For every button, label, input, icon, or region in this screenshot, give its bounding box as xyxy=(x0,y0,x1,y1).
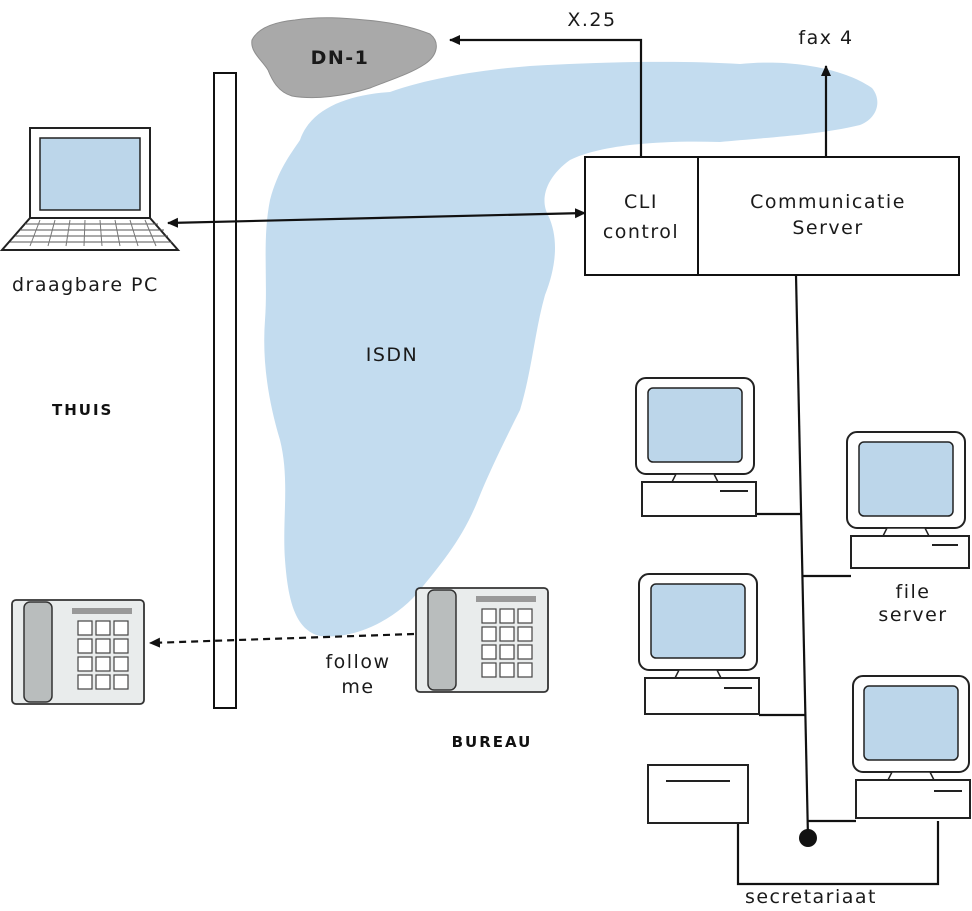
cli-label-line2: control xyxy=(603,221,679,243)
laptop-label: draagbare PC xyxy=(12,274,159,296)
file-server-label-line2: server xyxy=(878,604,947,626)
file-server-label-line1: file xyxy=(896,581,931,603)
comm-server-label-line1: Communicatie xyxy=(750,191,906,213)
fax-label: fax 4 xyxy=(798,27,853,49)
dn1-label: DN-1 xyxy=(311,47,370,69)
file-server-icon xyxy=(847,432,969,568)
communicatie-server-box xyxy=(698,157,959,275)
x25-label: X.25 xyxy=(567,9,616,31)
boundary-bar xyxy=(214,73,236,708)
secretariaat-label: secretariaat xyxy=(745,886,877,908)
home-phone-icon xyxy=(12,600,144,704)
secretariaat-junction xyxy=(799,829,817,847)
laptop-icon xyxy=(2,128,178,250)
isdn-cloud xyxy=(264,62,877,637)
cli-label-line1: CLI xyxy=(624,191,658,213)
workstation-1-icon xyxy=(636,378,756,516)
follow-me-link xyxy=(150,634,414,643)
bureau-label: BUREAU xyxy=(452,733,533,751)
workstation-3-icon xyxy=(639,574,759,714)
comm-server-label-line2: Server xyxy=(792,217,863,239)
cli-control-box xyxy=(585,157,698,275)
thuis-label: THUIS xyxy=(52,401,113,419)
follow-label-line2: me xyxy=(341,676,374,698)
isdn-label: ISDN xyxy=(366,344,419,366)
follow-label-line1: follow xyxy=(325,651,390,673)
workstation-4-icon xyxy=(853,676,970,818)
printer-icon xyxy=(648,765,748,823)
office-phone-icon xyxy=(416,588,548,692)
